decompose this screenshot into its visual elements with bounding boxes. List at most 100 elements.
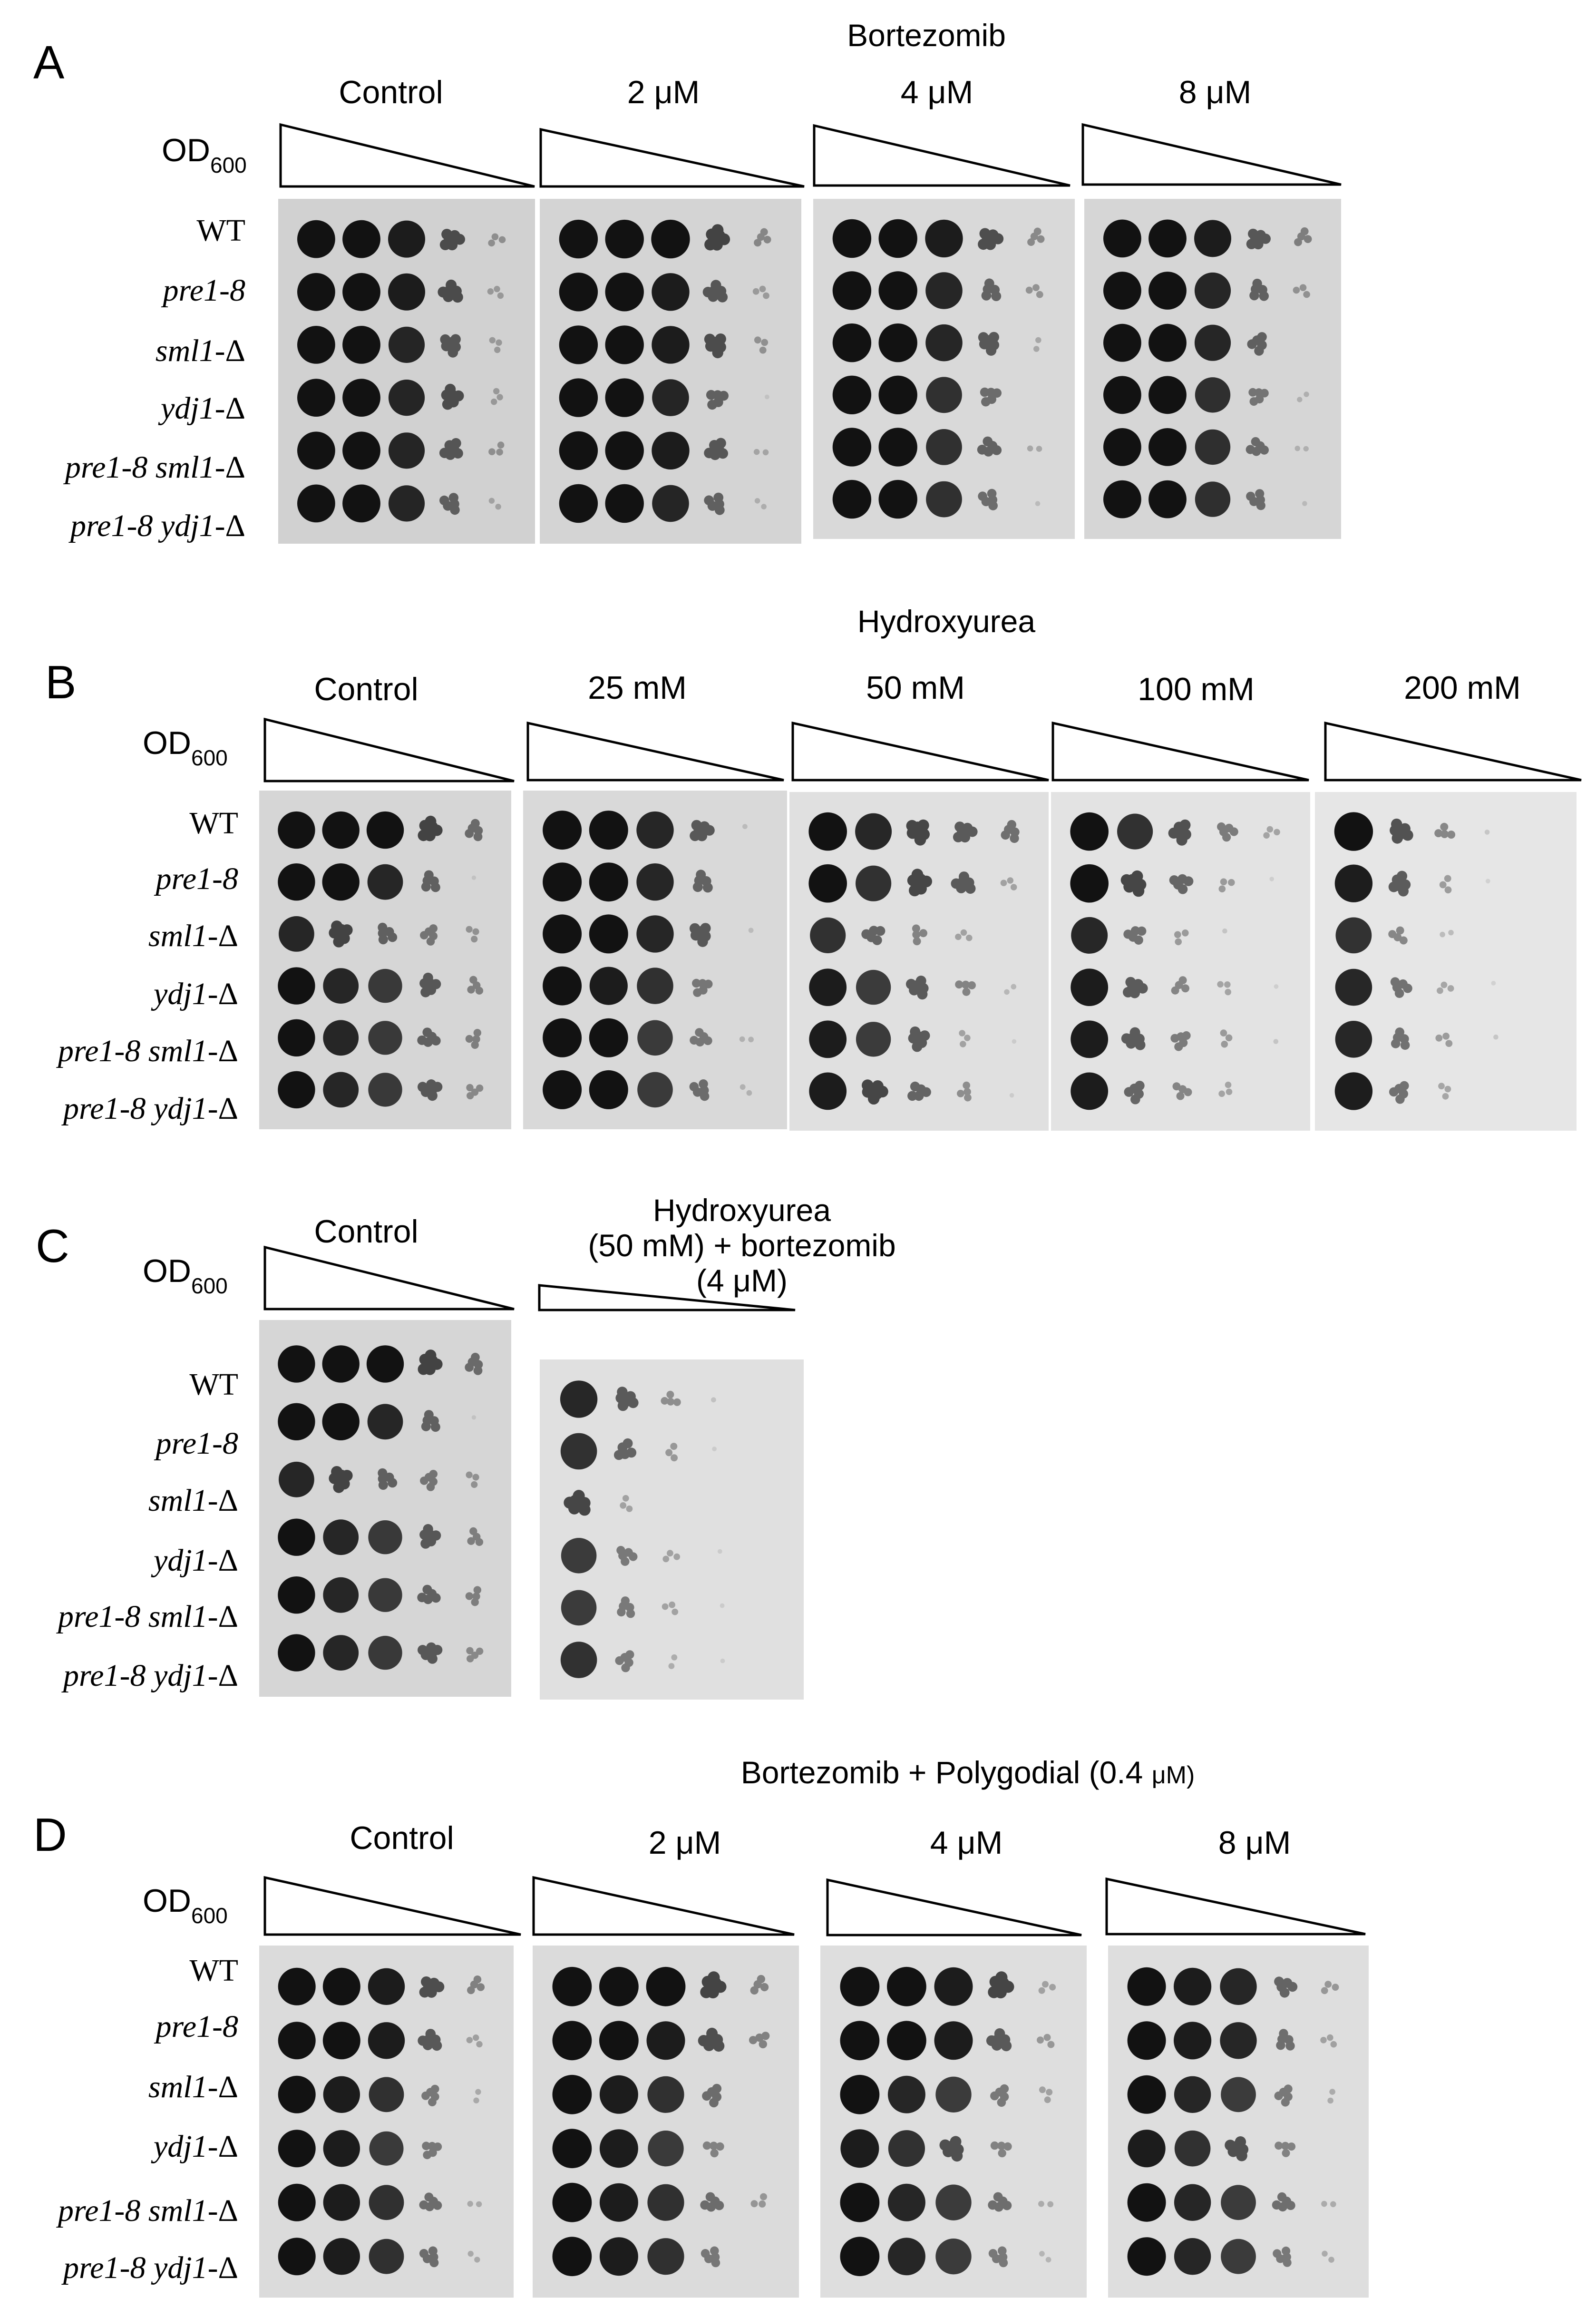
colony-spot [617,1387,628,1398]
colony-spot [1194,220,1231,257]
colony-spot [840,1966,880,2006]
colony-spot [760,2193,767,2200]
colony-spot [1274,1976,1284,1987]
colony-spot [473,832,483,841]
plate [533,1946,799,2298]
colony-spot [1403,984,1412,993]
colony-spot [832,375,872,414]
colony-spot [907,1091,917,1101]
colony-spot [1037,235,1045,243]
colony-spot [1046,2089,1053,2096]
colony-spot [1226,1088,1233,1095]
colony-spot [704,448,715,459]
colony-spot [1044,2096,1051,2103]
colony-spot [279,1461,314,1497]
colony-spot [378,1468,388,1478]
colony-spot [717,1549,722,1554]
colony-spot [1391,1039,1401,1048]
colony-spot [543,914,582,954]
strain-italic: ydj1 [160,391,215,426]
colony-spot [475,2089,481,2095]
colony-spot [997,2098,1006,2107]
colony-spot [430,979,441,989]
colony-spot [1294,238,1302,246]
colony-spot [979,228,991,239]
colony-spot [673,1553,681,1560]
colony-spot [762,449,769,456]
colony-spot [1001,830,1010,840]
colony-spot [1007,820,1016,830]
colony-spot [1255,489,1265,499]
colony-spot [1171,986,1179,995]
treatment-title: Hydroxyurea [857,604,1035,639]
colony-spot [1002,2200,1012,2210]
colony-spot [433,2142,442,2151]
colony-spot [1273,1039,1279,1044]
colony-spot [964,1094,972,1102]
colony-spot [992,445,1002,455]
dilution-wedge [791,721,1049,782]
treatment-title: Bortezomib [847,18,1006,53]
colony-spot [646,2021,685,2060]
colony-spot [1037,2036,1044,2044]
colony-spot [1121,1033,1132,1044]
colony-spot [1434,829,1443,838]
colony-spot [323,1635,359,1671]
colony-spot [465,1035,474,1043]
colony-spot [704,979,713,988]
plate-image [278,199,535,544]
plate [540,1359,804,1700]
colony-spot [1169,875,1179,885]
strain-label: WT [189,1369,238,1400]
colony-spot [453,448,463,459]
colony-spot [323,2076,360,2113]
colony-spot [1174,2238,1211,2275]
colony-spot [910,1026,921,1037]
colony-spot [887,2075,925,2113]
colony-spot [692,978,701,988]
colony-spot [476,1647,484,1655]
colony-spot [1297,397,1303,402]
colony-spot [1182,1031,1191,1040]
colony-spot [1249,291,1259,301]
strain-label: pre1-8 ydj1-Δ [63,1093,238,1125]
colony-spot [1303,446,1309,452]
colony-spot [331,1466,343,1477]
colony-spot [1103,323,1141,362]
colony-spot [418,2035,428,2046]
strain-label: pre1-8 sml1-Δ [58,1601,238,1633]
plate-image [820,1946,1087,2298]
colony-spot [715,438,726,449]
colony-spot [1182,929,1189,937]
colony-spot [1485,879,1490,884]
strain-label: pre1-8 sml1-Δ [58,2195,238,2227]
colony-spot [1225,1034,1233,1042]
colony-spot [278,1967,316,2005]
colony-spot [887,2183,925,2221]
strain-label: ydj1-Δ [161,393,245,424]
colony-spot [342,431,380,470]
colony-spot [855,813,892,850]
colony-spot [950,2136,962,2148]
strain-plain: -Δ [214,391,245,426]
dilution-wedge [532,1876,795,1936]
colony-spot [589,914,628,954]
colony-spot [666,1390,674,1398]
colony-spot [998,2246,1007,2256]
colony-spot [1276,2041,1285,2050]
colony-spot [872,935,882,945]
colony-spot [988,2249,998,2258]
colony-spot [1137,983,1148,994]
colony-spot [1221,2077,1256,2112]
colony-spot [862,1079,874,1091]
colony-spot [368,1578,402,1612]
colony-spot [1335,917,1372,954]
colony-spot [717,292,728,303]
colony-spot [487,288,494,295]
colony-spot [840,2021,880,2061]
colony-spot [1004,989,1010,995]
colony-spot [368,2022,405,2059]
colony-spot [1117,813,1153,850]
colony-spot [333,936,345,948]
colony-spot [1388,881,1399,892]
